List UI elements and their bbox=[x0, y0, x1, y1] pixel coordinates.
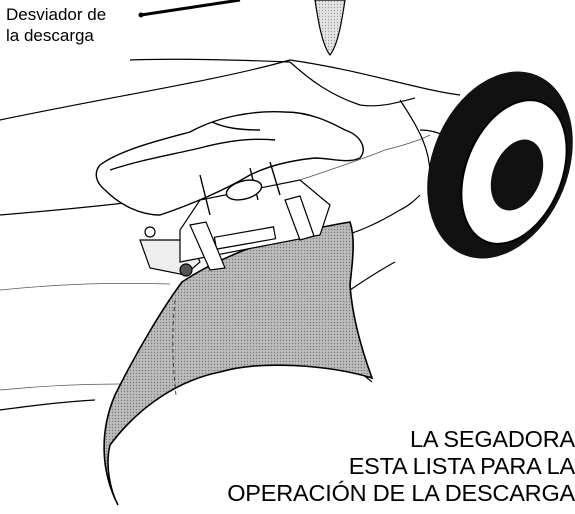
callout-line-2: la descarga bbox=[6, 26, 94, 45]
hinge-bracket bbox=[139, 179, 331, 277]
wheel bbox=[427, 71, 573, 259]
callout-line-1: Desviador de bbox=[6, 5, 107, 24]
caption-line-3: OPERACIÓN DE LA DESCARGA bbox=[227, 480, 575, 506]
callout-leader-dot bbox=[138, 12, 144, 18]
callout-leader-line bbox=[140, 0, 241, 17]
discharge-deflector bbox=[103, 221, 374, 506]
figure-caption: LA SEGADORA ESTA LISTA PARA LA OPERACIÓN… bbox=[227, 426, 575, 507]
caption-line-1: LA SEGADORA bbox=[410, 426, 575, 452]
caption-line-2: ESTA LISTA PARA LA bbox=[348, 453, 575, 479]
deflector-fold-line bbox=[172, 299, 177, 396]
handle-spout bbox=[314, 0, 346, 56]
deflector-callout-label: Desviador de la descarga bbox=[6, 4, 106, 46]
deflector-lever bbox=[95, 110, 364, 216]
